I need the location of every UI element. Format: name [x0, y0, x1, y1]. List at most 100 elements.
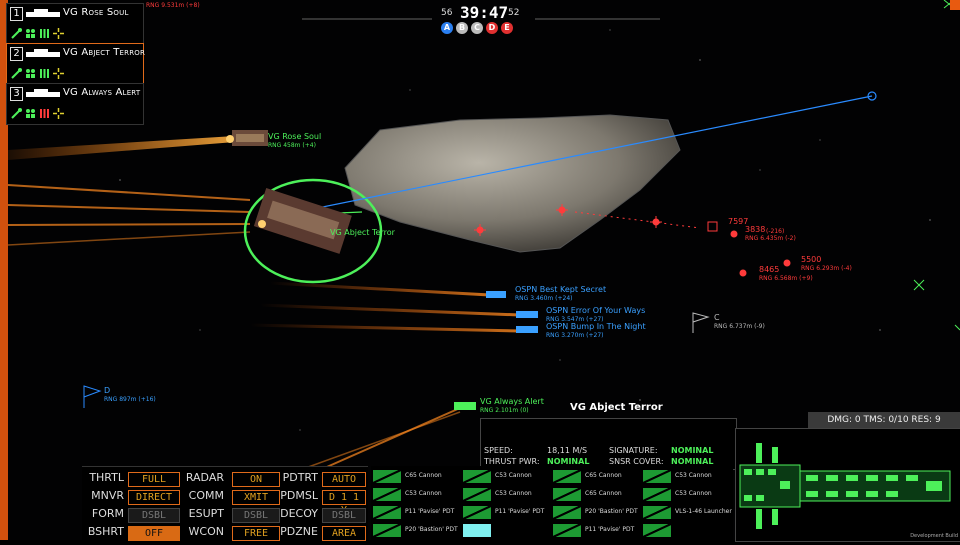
hostile-track-marker[interactable]: [707, 221, 718, 232]
weapon-slot[interactable]: C53 Cannon: [641, 468, 729, 485]
label-range: RNG 3.270m (+27): [546, 332, 604, 339]
sensor-icon: [11, 67, 22, 79]
match-clock: 39:47: [460, 3, 509, 22]
track-range: RNG 6.568m (+9): [759, 275, 813, 282]
speed-value: 18,11 M/S: [547, 446, 588, 455]
damage-summary: DMG: 0 TMS: 0/10 RES: 9: [808, 412, 960, 428]
objective-flag-c[interactable]: [692, 312, 710, 333]
weapon-slot[interactable]: C53 Cannon: [641, 486, 729, 503]
control-toggle-radar[interactable]: ON: [232, 472, 280, 487]
weapons-icon: [40, 28, 49, 38]
hostile-track-star[interactable]: [474, 224, 486, 236]
enemy-contact-bump-in-the-night[interactable]: [516, 326, 538, 333]
hostile-track-star[interactable]: [556, 204, 568, 216]
top-progress-line: [535, 18, 660, 20]
weapon-slot[interactable]: P20 'Bastion' PDT: [551, 504, 639, 521]
control-toggle-wcon[interactable]: FREE: [232, 526, 280, 541]
ship-always-alert[interactable]: [454, 402, 476, 410]
weapon-slot[interactable]: P11 'Pavise' PDT: [371, 504, 459, 521]
weapons-icon: [40, 108, 49, 118]
weapon-slot[interactable]: C65 Cannon: [371, 468, 459, 485]
weapon-name: C53 Cannon: [495, 490, 532, 497]
label-name: OSPN Best Kept Secret: [515, 285, 607, 294]
weapon-name: VLS-1-46 Launcher: [675, 508, 732, 515]
map-edge-warning: [0, 0, 8, 540]
ship-silhouette-icon: [26, 89, 60, 97]
weapon-status-bar: [553, 488, 581, 501]
weapon-name: P11 'Pavise' PDT: [495, 508, 545, 515]
hostile-track-marker[interactable]: [783, 259, 791, 267]
enemy-contact-best-kept-secret[interactable]: [486, 291, 506, 298]
weapon-status-bar: [463, 524, 491, 537]
fleet-status-icons: [11, 66, 64, 80]
weapon-slot[interactable]: [461, 522, 549, 539]
label-range: RNG 3.460m (+24): [515, 295, 573, 302]
weapon-status-bar: [643, 524, 671, 537]
control-toggle-pdmsl[interactable]: D 1 1 Y: [322, 490, 366, 516]
weapon-status-bar: [553, 524, 581, 537]
weapon-name: C65 Cannon: [585, 490, 622, 497]
score-right: 52: [508, 8, 520, 18]
control-toggle-mnvr[interactable]: DIRECT: [128, 490, 180, 505]
fleet-ship-name: VG Rose Soul: [63, 7, 129, 18]
control-toggle-decoy[interactable]: DSBL: [322, 508, 366, 523]
weapons-icon: [40, 68, 49, 78]
sensor-icon: [11, 27, 22, 39]
track-range: RNG 6.293m (-4): [801, 265, 852, 272]
weapon-slot[interactable]: P11 'Pavise' PDT: [461, 504, 549, 521]
weapon-status-bar: [643, 506, 671, 519]
control-toggle-pdtrt[interactable]: AUTO: [322, 472, 366, 487]
control-toggle-esupt[interactable]: DSBL: [232, 508, 280, 523]
ship-abject-terror[interactable]: [253, 188, 352, 254]
signature-label: SIGNATURE:: [609, 446, 658, 455]
fleet-ship-name: VG Abject Terror: [63, 47, 146, 58]
control-toggle-bshrt[interactable]: OFF: [128, 526, 180, 541]
signature-value: NOMINAL: [671, 446, 714, 455]
target-waypoint[interactable]: [867, 91, 877, 101]
readiness-icon: [53, 27, 64, 39]
weapon-name: C53 Cannon: [675, 490, 712, 497]
track-label-7597: 7597: [728, 217, 749, 226]
weapon-slot[interactable]: VLS-1-46 Launcher: [641, 504, 732, 521]
weapon-slot[interactable]: P11 'Pavise' PDT: [551, 522, 639, 539]
hostile-track-marker[interactable]: [730, 230, 738, 238]
weapon-slot[interactable]: [641, 522, 729, 539]
snsr-label: SNSR COVER:: [609, 457, 664, 466]
control-key: RADAR: [185, 471, 224, 484]
weapon-slot[interactable]: C65 Cannon: [551, 468, 639, 485]
ship-rose-soul[interactable]: [226, 130, 268, 146]
weapon-slot[interactable]: P20 'Bastion' PDT: [371, 522, 459, 539]
weapon-name: C53 Cannon: [495, 472, 532, 479]
label-rose-soul: VG Rose Soul RNG 458m (+4): [268, 132, 321, 149]
fleet-ship-name: VG Always Alert: [63, 87, 141, 98]
weapon-status-bar: [463, 470, 491, 483]
objective-flag-d[interactable]: [83, 385, 102, 408]
weapon-slot[interactable]: C53 Cannon: [371, 486, 459, 503]
weapon-slot[interactable]: C53 Cannon: [461, 486, 549, 503]
weapon-name: C53 Cannon: [405, 490, 442, 497]
weapon-slot[interactable]: C53 Cannon: [461, 468, 549, 485]
weapon-status-bar: [643, 470, 671, 483]
ship-status-panel: SPEED: 18,11 M/S THRUST PWR: NOMINAL SIG…: [480, 418, 737, 470]
weapon-status-bar: [463, 506, 491, 519]
label-bump-in-the-night: OSPN Bump In The Night RNG 3.270m (+27): [546, 322, 646, 339]
weapon-name: P20 'Bastion' PDT: [405, 526, 458, 533]
control-toggle-thrtl[interactable]: FULL: [128, 472, 180, 487]
track-label-offset: (-216): [766, 228, 785, 235]
label-always-alert: VG Always Alert RNG 2.101m (0): [480, 397, 544, 414]
ship-schematic[interactable]: Development Build: [735, 428, 960, 542]
hostile-track-marker[interactable]: [739, 269, 747, 277]
enemy-contact-error-of-your-ways[interactable]: [516, 311, 538, 318]
control-key: WCON: [188, 525, 224, 538]
weapon-status-bar: [553, 506, 581, 519]
track-id: 3838: [745, 225, 766, 234]
weapon-slot[interactable]: C65 Cannon: [551, 486, 639, 503]
control-toggle-pdzne[interactable]: AREA: [322, 526, 366, 541]
control-toggle-form[interactable]: DSBL: [128, 508, 180, 523]
control-toggle-comm[interactable]: XMIT: [232, 490, 280, 505]
weapon-name: P20 'Bastion' PDT: [585, 508, 638, 515]
